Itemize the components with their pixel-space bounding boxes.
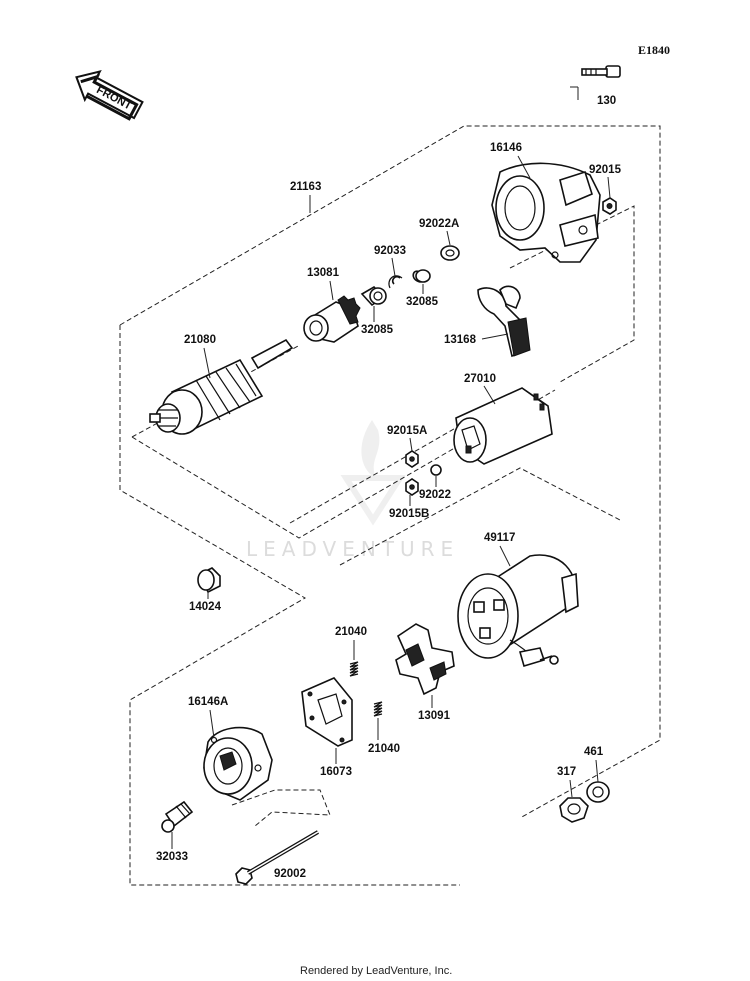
part-label-14024: 14024 [189,601,222,613]
part-label-92022A: 92022A [419,218,459,230]
part-label-32085-upper: 32085 [406,296,439,308]
part-label-92015A: 92015A [387,425,427,437]
nut-92015B [405,478,419,496]
circlip-92033 [388,275,403,289]
pinion-clutch-13081 [303,295,361,343]
part-label-461: 461 [584,746,604,758]
part-label-16146: 16146 [490,142,522,154]
nut-92015A [405,450,419,468]
part-label-32085-lower: 32085 [361,324,394,336]
brush-plate-16073 [301,677,353,747]
screw-32033 [161,800,194,833]
front-housing-16146 [491,162,601,263]
nut-317 [559,797,589,823]
watermark-logo [340,420,406,526]
part-label-92022: 92022 [419,489,451,501]
part-label-16146A: 16146A [188,696,228,708]
spring-21040-lower [373,701,383,717]
part-label-21080: 21080 [184,334,216,346]
bushing-14024 [197,567,221,594]
part-label-49117: 49117 [484,532,515,544]
part-label-92015B: 92015B [389,508,429,520]
diagram-code: E1840 [638,43,670,57]
part-label-92033: 92033 [374,245,406,257]
part-label-13081: 13081 [307,267,340,279]
part-label-27010: 27010 [464,373,496,385]
watermark-text: LEADVENTURE [246,537,459,561]
bolt-130 [581,65,621,78]
through-bolt-92002 [235,830,320,885]
front-arrow-icon: FRONT [75,69,144,121]
part-label-92002: 92002 [274,868,306,880]
washer-461 [586,781,610,803]
part-label-317: 317 [557,766,576,778]
part-label-21040-lower: 21040 [368,743,400,755]
washer-92022A [440,245,460,261]
nut-92015 [602,197,617,215]
part-label-16073: 16073 [320,766,352,778]
stop-ring-32085-upper [412,269,431,283]
part-label-130: 130 [597,95,616,107]
shift-lever-13168 [477,285,531,358]
rear-cover-16146A [203,726,273,801]
spring-21040-upper [349,661,359,677]
part-label-13168: 13168 [444,334,477,346]
solenoid-switch-27010 [453,387,553,465]
sleeve-32085-lower [360,285,387,307]
footer-credit: Rendered by LeadVenture, Inc. [300,965,452,977]
part-label-92015: 92015 [589,164,622,176]
washer-92022 [430,464,442,476]
yoke-assembly-49117 [457,554,579,667]
brush-holder-13091 [395,623,455,696]
part-label-21040-upper: 21040 [335,626,367,638]
part-label-32033: 32033 [156,851,188,863]
armature-21080 [149,338,294,435]
part-label-13091: 13091 [418,710,451,722]
part-label-21163: 21163 [290,181,321,193]
